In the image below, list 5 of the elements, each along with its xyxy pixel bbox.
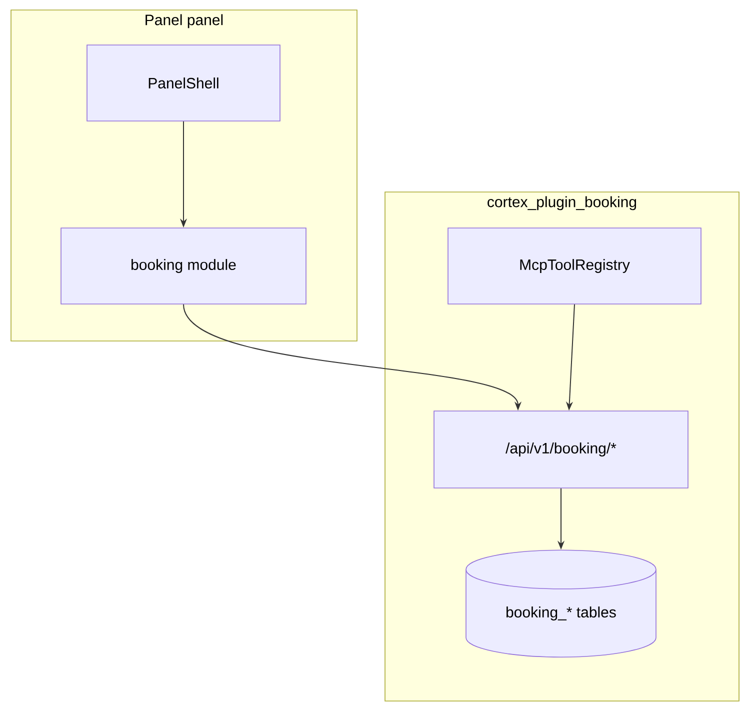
process-box: McpToolRegistry	[448, 228, 702, 304]
process-box: PanelShell	[86, 44, 280, 122]
process-box: booking module	[60, 228, 306, 304]
process-box: /api/v1/booking/*	[434, 410, 688, 488]
database-cylinder: booking_* tables	[466, 550, 656, 658]
